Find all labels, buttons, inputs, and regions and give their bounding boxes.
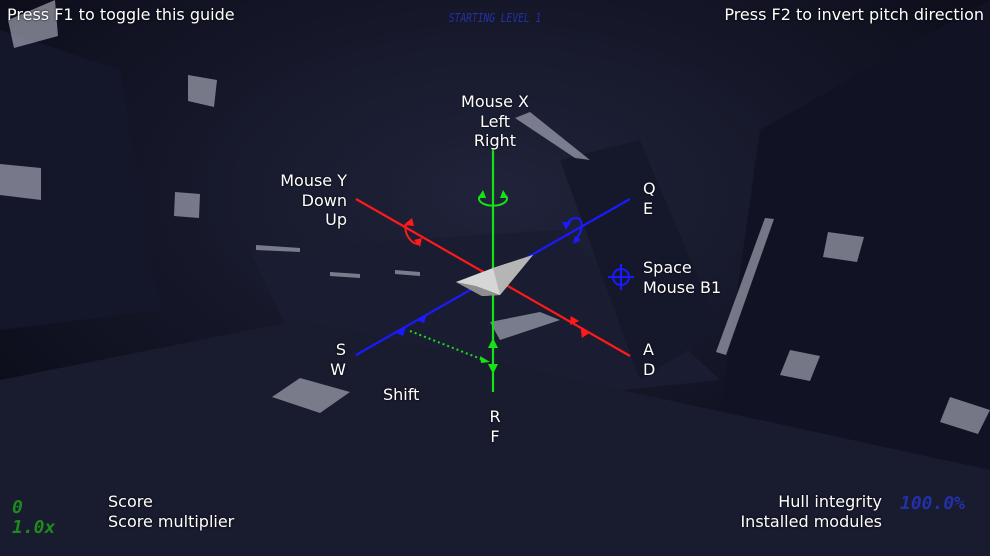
yaw-label-left: Left	[479, 111, 511, 131]
multiplier-label: Score multiplier	[108, 511, 235, 531]
arrow-d-icon	[580, 328, 590, 338]
yaw-label-right: Right	[473, 131, 517, 150]
vertical-label-r: R	[489, 407, 501, 426]
arrow-a-icon	[570, 316, 580, 325]
score-value: 0	[12, 497, 23, 518]
boost-dotted-line	[409, 330, 487, 362]
hull-label: Hull integrity	[778, 492, 882, 511]
strafe-label-s: S	[335, 340, 346, 359]
pitch-label-down: Down	[301, 190, 347, 210]
vertical-control-label: R F	[475, 407, 515, 446]
fire-label-space: Space	[643, 258, 692, 277]
hull-value: 100.0%	[900, 493, 966, 514]
axis-arrows	[396, 314, 590, 374]
fire-label-mouse: Mouse B1	[643, 277, 722, 297]
fire-control-label: Space Mouse B1	[643, 258, 721, 297]
strafe-label-a: A	[643, 340, 654, 359]
roll-label-e: E	[643, 198, 654, 218]
strafe-side-label: A D	[643, 340, 655, 379]
help-toggle-text: Press F1 to toggle this guide	[7, 5, 235, 24]
roll-label-q: Q	[643, 179, 656, 198]
boost-label: Shift	[383, 385, 420, 404]
score-labels: Score Score multiplier	[108, 492, 234, 531]
yaw-control-label: Mouse X Left Right	[447, 92, 543, 151]
yaw-label-mouse: Mouse X	[461, 92, 529, 111]
pitch-toggle-text: Press F2 to invert pitch direction	[724, 5, 984, 24]
pitch-control-label: Mouse Y Down Up	[262, 171, 347, 230]
strafe-label-w: W	[330, 359, 346, 379]
hull-labels: Hull integrity Installed modules	[740, 492, 882, 531]
roll-rotate-icon	[567, 216, 583, 241]
score-label: Score	[108, 492, 153, 511]
arrow-down-icon	[488, 364, 498, 374]
yaw-rotate-icon	[478, 195, 508, 207]
modules-label: Installed modules	[740, 511, 882, 531]
roll-control-label: Q E	[643, 179, 656, 218]
tunnel-lights	[0, 0, 990, 434]
player-ship	[456, 255, 533, 296]
strafe-forward-label: S W	[320, 340, 346, 379]
strafe-label-d: D	[643, 359, 656, 379]
multiplier-value: 1.0x	[12, 517, 56, 538]
arrow-w-icon	[417, 314, 427, 323]
pitch-label-mouse: Mouse Y	[280, 171, 347, 190]
rotation-icons	[404, 190, 583, 247]
pitch-label-up: Up	[325, 210, 347, 229]
arrow-boost-icon	[480, 356, 490, 363]
arrow-up-icon	[488, 338, 498, 348]
level-banner: STARTING LEVEL 1	[448, 11, 542, 25]
arrow-s-icon	[396, 327, 406, 336]
vertical-label-f: F	[490, 426, 500, 446]
crosshair-icon	[608, 264, 634, 290]
